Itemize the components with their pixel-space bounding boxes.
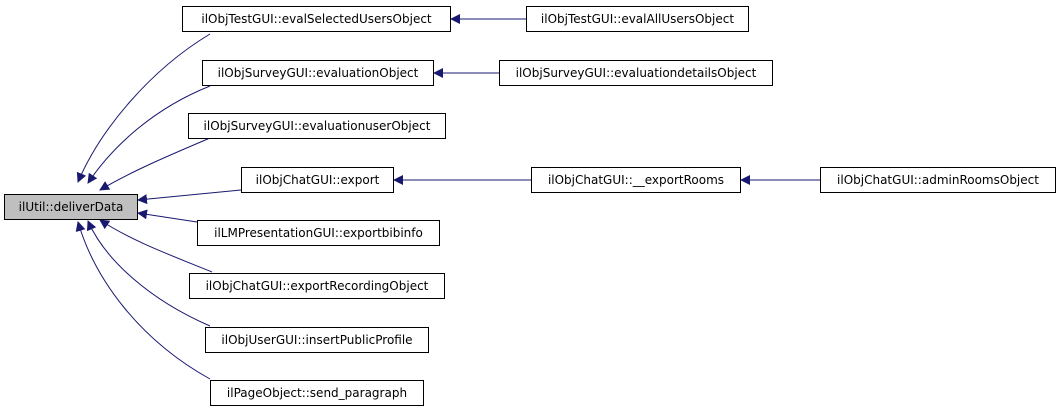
edge-exportrecording-to-deliverdata xyxy=(99,219,213,273)
node-evalallusersobject[interactable]: ilObjTestGUI::evalAllUsersObject xyxy=(526,6,749,32)
node-adminroomsobject[interactable]: ilObjChatGUI::adminRoomsObject xyxy=(820,167,1056,193)
edge-sendparagraph-to-deliverdata xyxy=(75,221,211,380)
node-caller-exportbibinfo[interactable]: ilLMPresentationGUI::exportbibinfo xyxy=(197,220,440,246)
node-caller-exportrecordingobject[interactable]: ilObjChatGUI::exportRecordingObject xyxy=(189,273,445,299)
edge-evalselected-to-deliverdata xyxy=(76,33,211,183)
edge-export-to-deliverdata xyxy=(137,189,242,205)
node-caller-export[interactable]: ilObjChatGUI::export xyxy=(241,167,394,193)
node-caller-evalselectedusersobject[interactable]: ilObjTestGUI::evalSelectedUsersObject xyxy=(182,6,451,32)
node-caller-evaluationuserobject[interactable]: ilObjSurveyGUI::evaluationuserObject xyxy=(188,113,446,139)
node-caller-insertpublicprofile[interactable]: ilObjUserGUI::insertPublicProfile xyxy=(205,327,429,353)
node-evaluationdetailsobject[interactable]: ilObjSurveyGUI::evaluationdetailsObject xyxy=(499,60,773,86)
node-caller-evaluationobject[interactable]: ilObjSurveyGUI::evaluationObject xyxy=(202,60,434,86)
edge-exportbibinfo-to-deliverdata xyxy=(137,209,198,223)
node-root: ilUtil::deliverData xyxy=(4,194,138,220)
node-exportrooms[interactable]: ilObjChatGUI::__exportRooms xyxy=(531,167,741,193)
edge-evaluationuser-to-deliverdata xyxy=(99,137,211,191)
edge-insertpublicprofile-to-deliverdata xyxy=(87,220,211,327)
node-caller-send-paragraph[interactable]: ilPageObject::send_paragraph xyxy=(210,380,424,406)
edge-evaluationobject-to-deliverdata xyxy=(87,85,211,184)
